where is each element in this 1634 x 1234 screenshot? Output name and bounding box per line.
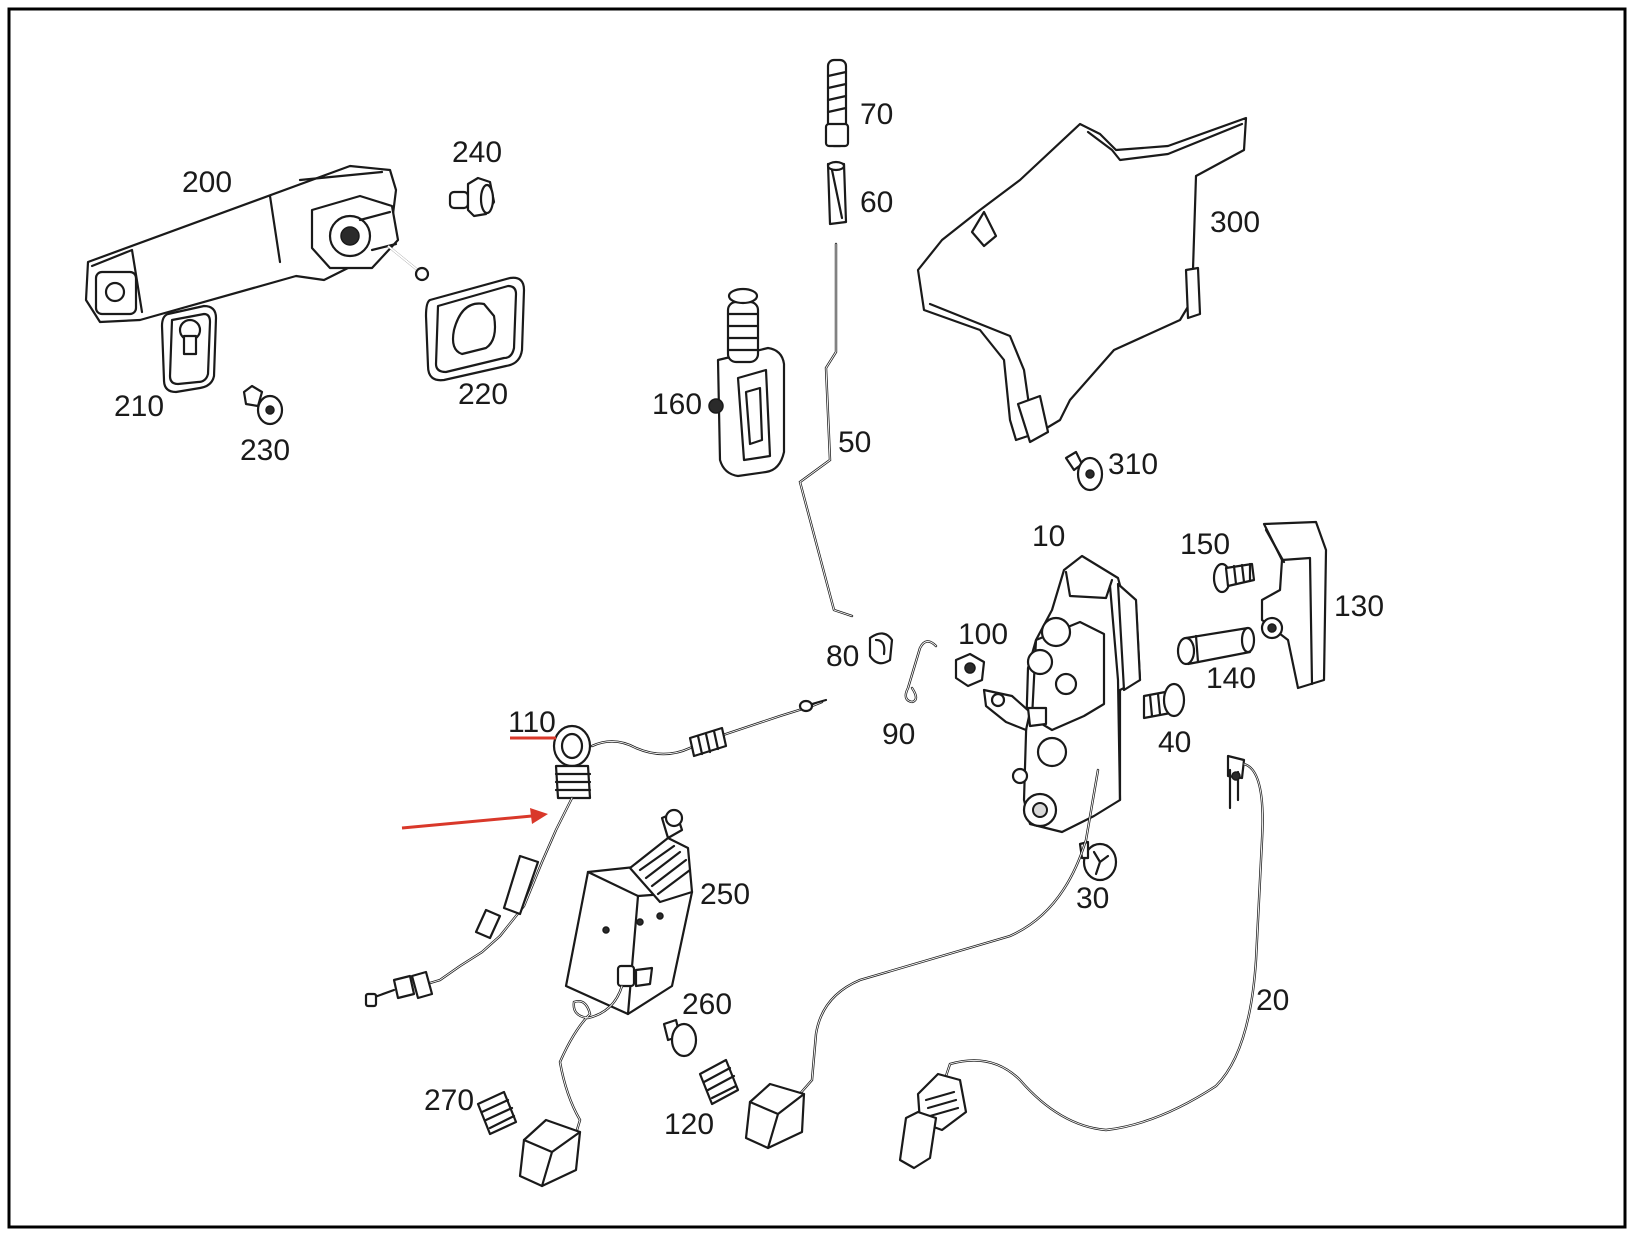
- part-60-sleeve: [826, 160, 848, 226]
- part-110-bowden-cable: [364, 698, 828, 1008]
- label-200: 200: [182, 166, 232, 199]
- label-260: 260: [682, 988, 732, 1021]
- highlight-arrow: [401, 808, 548, 830]
- label-100: 100: [958, 618, 1008, 651]
- part-120-spacer: [698, 1058, 740, 1106]
- part-10-door-lock: [982, 554, 1142, 834]
- part-140-bolt: [1176, 626, 1256, 666]
- label-230: 230: [240, 434, 290, 467]
- part-270-spacer: [476, 1090, 518, 1136]
- part-300-cover: [916, 116, 1248, 444]
- part-70-bolt: [824, 58, 850, 148]
- part-130-striker: [1260, 520, 1328, 690]
- part-240-plug: [448, 176, 496, 218]
- part-260-screw: [662, 1018, 698, 1058]
- part-150-screw: [1212, 562, 1256, 594]
- part-100-nut: [954, 652, 986, 688]
- label-10: 10: [1032, 520, 1065, 553]
- part-200-door-handle: [84, 164, 430, 324]
- part-220-gasket: [424, 276, 526, 382]
- part-80-clip: [868, 632, 894, 665]
- label-20: 20: [1256, 984, 1289, 1017]
- part-20-wiring-harness: [898, 754, 1264, 1170]
- label-160: 160: [652, 388, 702, 421]
- part-210-gasket: [160, 304, 218, 394]
- label-80: 80: [826, 640, 859, 673]
- label-210: 210: [114, 390, 164, 423]
- label-300: 300: [1210, 206, 1260, 239]
- label-110: 110: [508, 706, 556, 739]
- part-labels: 200 240 210 230 220 70 60 160 50 300 310…: [114, 98, 1384, 1141]
- label-50: 50: [838, 426, 871, 459]
- actuator-wire: [518, 984, 624, 1188]
- label-220: 220: [458, 378, 508, 411]
- label-70: 70: [860, 98, 893, 131]
- handle-screw: [386, 244, 430, 282]
- label-90: 90: [882, 718, 915, 751]
- label-40: 40: [1158, 726, 1191, 759]
- label-150: 150: [1180, 528, 1230, 561]
- label-270: 270: [424, 1084, 474, 1117]
- label-30: 30: [1076, 882, 1109, 915]
- part-160-lock-cylinder: [708, 287, 786, 478]
- part-230-screw: [242, 384, 284, 426]
- label-130: 130: [1334, 590, 1384, 623]
- part-90-hook: [904, 640, 938, 704]
- label-60: 60: [860, 186, 893, 219]
- part-310-screw: [1064, 450, 1104, 492]
- part-250-actuator: [564, 808, 694, 1016]
- part-50-rod: [798, 242, 854, 618]
- label-140: 140: [1206, 662, 1256, 695]
- label-250: 250: [700, 878, 750, 911]
- label-120: 120: [664, 1108, 714, 1141]
- lock-wire: [744, 768, 1100, 1150]
- label-310: 310: [1108, 448, 1158, 481]
- label-240: 240: [452, 136, 502, 169]
- part-40-screw: [1142, 682, 1186, 720]
